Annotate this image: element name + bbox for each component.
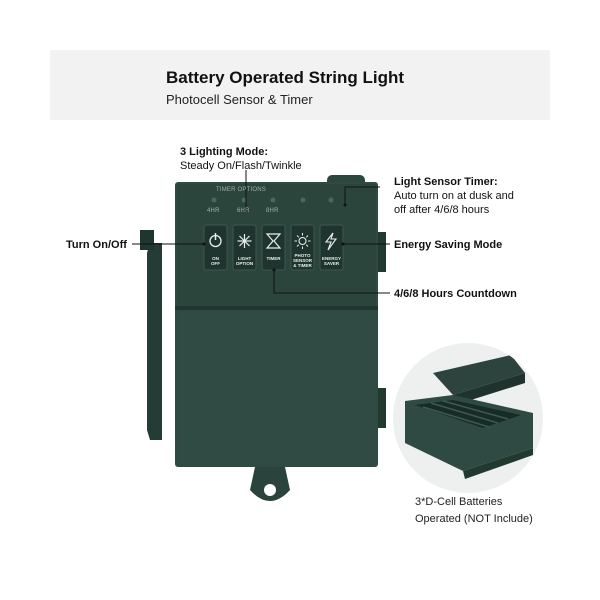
page-title: Battery Operated String Light xyxy=(166,68,405,87)
callout-countdown: 4/6/8 Hours Countdown xyxy=(394,288,517,300)
callout-energy-saving: Energy Saving Mode xyxy=(394,239,503,251)
timer-8hr-label: 8HR xyxy=(266,208,279,214)
left-side-clip xyxy=(147,243,162,440)
header-band: Battery Operated String Light Photocell … xyxy=(50,50,550,120)
led-sensor xyxy=(300,197,306,203)
led-energy xyxy=(328,197,334,203)
timer-label: TIMER xyxy=(266,256,281,261)
timer-6hr-label: 6HR xyxy=(237,208,250,214)
button-photo-sensor xyxy=(290,224,315,271)
led-8hr xyxy=(270,197,276,203)
batteries-caption: 3*D-Cell Batteries Operated (NOT Include… xyxy=(415,496,533,525)
led-4hr xyxy=(211,197,217,203)
timer-4hr-label: 4HR xyxy=(207,208,220,214)
battery-compartment-image xyxy=(393,343,543,493)
right-lower-tab xyxy=(376,388,386,428)
button-light-option xyxy=(232,224,257,271)
left-clip-tab xyxy=(140,230,154,250)
button-timer xyxy=(261,224,286,271)
button-on-off xyxy=(203,224,228,271)
timer-options-label: TIMER OPTIONS xyxy=(216,187,266,193)
led-6hr xyxy=(241,197,247,203)
line-countdown xyxy=(273,270,390,294)
hanger-hole xyxy=(264,484,276,496)
battery-slots xyxy=(422,400,509,428)
panel-divider xyxy=(175,306,378,310)
open-lid xyxy=(433,355,525,395)
callout-lines xyxy=(132,170,390,294)
button-energy-saver xyxy=(319,224,344,271)
line-sensor-timer xyxy=(344,186,380,205)
callout-on-off: Turn On/Off xyxy=(66,239,127,251)
right-clip-tab xyxy=(376,232,386,272)
callout-sensor-timer: Light Sensor Timer: Auto turn on at dusk… xyxy=(394,176,514,216)
page-subtitle: Photocell Sensor & Timer xyxy=(166,92,313,107)
battery-lid xyxy=(178,312,375,464)
callout-lighting-mode: 3 Lighting Mode: Steady On/Flash/Twinkle xyxy=(180,146,302,172)
battery-compartment-inset xyxy=(393,343,543,493)
